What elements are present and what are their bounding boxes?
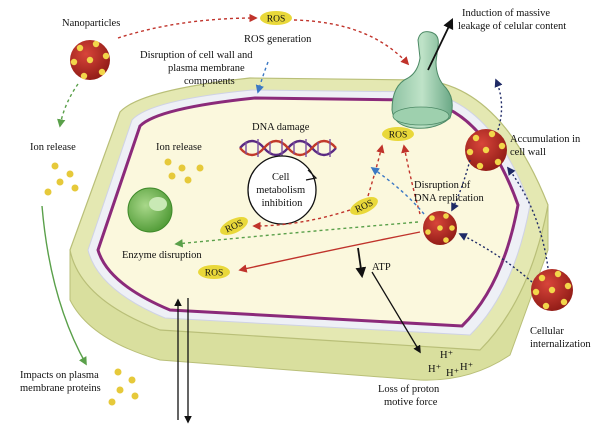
svg-text:ROS: ROS	[389, 131, 407, 141]
label-disruption-wall: Disruption of cell wall and plasma membr…	[140, 50, 255, 87]
arrow-to-ion-release	[57, 83, 79, 128]
label-loss-proton: Loss of proton motive force	[378, 384, 442, 408]
dna-helix-icon	[239, 139, 337, 157]
label-accumulation: Accumulation in cell wall	[510, 134, 583, 158]
nanoparticle-inside	[423, 211, 457, 245]
arrow-ros-to-enzyme	[252, 209, 351, 231]
label-impacts-membrane: Impacts on plasma membrane proteins	[20, 370, 101, 394]
arrow-to-leakage	[293, 19, 410, 66]
label-disruption-dna: Disruption of DNA replication	[414, 180, 484, 204]
ros-badge-channel: ROS	[382, 127, 414, 141]
arrow-to-proton-loss	[371, 271, 421, 354]
arrow-to-wall-disruption	[255, 61, 269, 94]
label-atp: ATP	[372, 262, 391, 273]
nucleoid-icon	[127, 187, 173, 233]
svg-text:ROS: ROS	[267, 15, 285, 25]
arrow-to-nucleoid	[174, 221, 419, 248]
ros-badge-top: ROS	[260, 11, 292, 25]
label-nanoparticles: Nanoparticles	[62, 18, 120, 29]
label-enzyme-disruption: Enzyme disruption	[122, 250, 202, 261]
label-ros-generation: ROS generation	[244, 34, 312, 45]
arrow-to-membrane-proteins	[41, 205, 87, 366]
arrow-leakage-up	[427, 18, 454, 71]
arrow-to-ros-generation	[117, 13, 258, 39]
arrow-to-accumulation	[506, 166, 549, 269]
label-ion-release-outside: Ion release	[30, 142, 76, 153]
nanoparticle-wall	[465, 129, 507, 171]
label-dna-damage: DNA damage	[252, 122, 310, 133]
arrow-to-enzyme-disruption	[238, 231, 421, 273]
arrows	[41, 13, 549, 424]
metabolism-cycle-icon	[247, 155, 318, 225]
arrow-atp	[355, 247, 367, 279]
arrow-to-ros-channel	[401, 144, 421, 215]
arrow-accumulation-to-leakage	[494, 78, 503, 131]
arrow-wall-to-inside	[451, 159, 471, 212]
leakage-channel	[391, 31, 453, 129]
ros-badge-bottom: ROS	[198, 265, 230, 279]
cell	[69, 77, 549, 381]
svg-text:ROS: ROS	[205, 269, 223, 279]
arrow-np-to-ros	[370, 167, 425, 215]
label-h-ions: H⁺ H⁺ H⁺ H⁺	[428, 350, 473, 379]
labels: Nanoparticles ROS generation Disruption …	[20, 8, 591, 408]
label-induction: Induction of massive leakage of celular …	[458, 8, 566, 32]
nanoparticle-top-left	[70, 40, 110, 80]
arrow-internalization	[458, 233, 533, 283]
label-ion-release-inside: Ion release	[156, 142, 202, 153]
ion-dots	[44, 158, 204, 406]
label-cell-metabolism: Cell metabolism inhibition	[256, 172, 308, 209]
label-cellular-internalization: Cellular internalization	[530, 326, 591, 350]
nanoparticle-outside-right	[531, 269, 573, 311]
